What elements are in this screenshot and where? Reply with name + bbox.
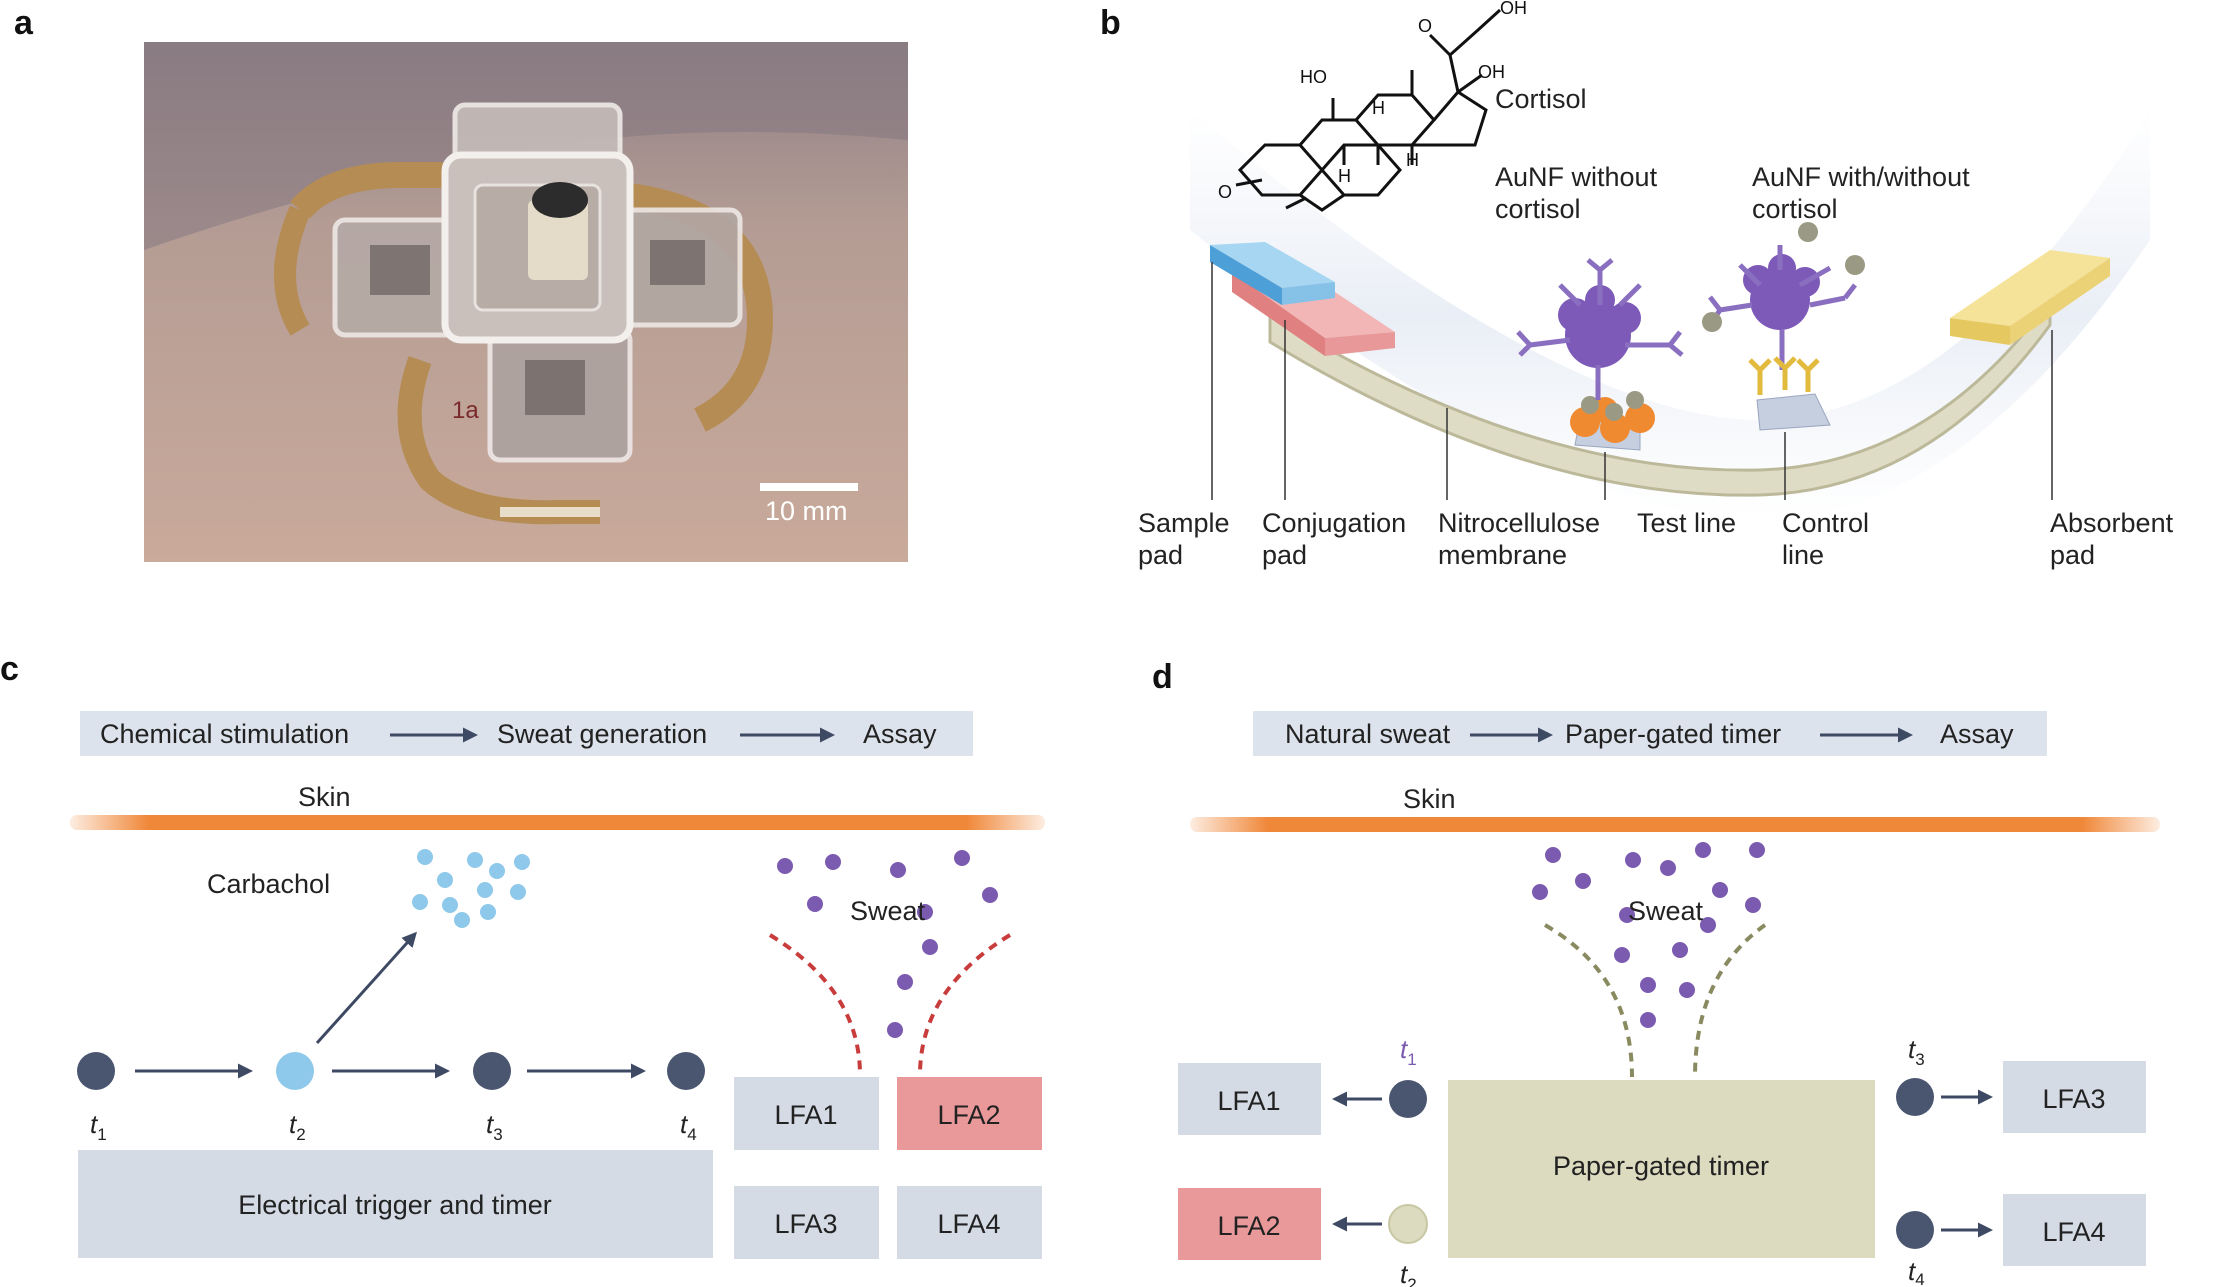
panel-label-a: a — [14, 4, 34, 42]
carbachol-particles — [412, 849, 530, 928]
atom-o-top: O — [1418, 16, 1432, 36]
lfa1-label-c: LFA1 — [774, 1100, 837, 1130]
aunf-test-particle — [1516, 258, 1684, 400]
membrane-label-1: Nitrocellulose — [1438, 508, 1600, 538]
skin-label-d: Skin — [1403, 784, 1456, 814]
time-label-t3-d: t3 — [1908, 1034, 1925, 1069]
skin-layer-c — [70, 815, 1045, 830]
flow-c-step-3: Assay — [863, 719, 937, 749]
absorbent-pad-block — [1950, 250, 2110, 345]
scale-bar-label: 10 mm — [765, 496, 848, 526]
device-photo: 1a 10 mm — [144, 42, 908, 562]
carbachol-label: Carbachol — [207, 869, 330, 899]
lfa2-box-d — [1178, 1188, 1321, 1260]
time-dot-t4-c — [667, 1052, 705, 1090]
skin-layer-d — [1190, 817, 2160, 832]
panel-d: Natural sweat Paper-gated timer Assay Sk… — [1178, 711, 2160, 1287]
atom-h-2: H — [1338, 166, 1351, 186]
flow-c-step-1: Chemical stimulation — [100, 719, 349, 749]
atom-o-ring: O — [1218, 182, 1232, 202]
atom-h-3: H — [1406, 150, 1419, 170]
time-dot-t1-c — [77, 1052, 115, 1090]
control-line-label-2: line — [1782, 540, 1824, 570]
absorbent-pad-label-2: pad — [2050, 540, 2095, 570]
panel-c: Chemical stimulation Sweat generation As… — [70, 711, 1045, 1259]
sweat-path-left-c — [768, 933, 862, 1076]
panel-label-c: c — [0, 650, 19, 688]
lfa4-label-c: LFA4 — [937, 1209, 1000, 1239]
atom-h-1: H — [1372, 98, 1385, 118]
time-dot-t1-d — [1389, 1080, 1427, 1118]
sweat-path-right-c — [918, 933, 1012, 1076]
time-dot-t2-c — [276, 1052, 314, 1090]
aunf-test-label-2: cortisol — [1495, 194, 1581, 224]
flow-d-step-3: Assay — [1940, 719, 2014, 749]
flow-d-step-2: Paper-gated timer — [1565, 719, 1781, 749]
time-dot-t4-d — [1896, 1211, 1934, 1249]
time-dot-t2-d — [1388, 1204, 1428, 1244]
sample-pad-label-1: Sample — [1138, 508, 1230, 538]
sample-pad-block — [1210, 242, 1335, 305]
lfa4-box-d — [2003, 1194, 2146, 1266]
panel-b: OH O HO OH O H H H Cortisol AuNF without… — [1138, 0, 2174, 570]
aunf-control-particle — [1702, 222, 1865, 395]
membrane-label-2: membrane — [1438, 540, 1567, 570]
flow-c-step-2: Sweat generation — [497, 719, 707, 749]
sample-pad-label-2: pad — [1138, 540, 1183, 570]
paper-gated-timer-box — [1448, 1080, 1875, 1258]
lfa3-box-d — [2003, 1061, 2146, 1133]
cortisol-structure — [1235, 8, 1502, 212]
lfa2-label-c: LFA2 — [937, 1100, 1000, 1130]
atom-oh-side: OH — [1478, 62, 1505, 82]
aunf-control-label-1: AuNF with/without — [1752, 162, 1970, 192]
sweat-label-c: Sweat — [850, 896, 926, 926]
lfa4-label-d: LFA4 — [2042, 1217, 2105, 1247]
lfa2-label-d: LFA2 — [1217, 1211, 1280, 1241]
skin-label-c: Skin — [298, 782, 351, 812]
atom-ho: HO — [1300, 67, 1327, 87]
time-dot-t3-c — [473, 1052, 511, 1090]
control-line-label-1: Control — [1782, 508, 1869, 538]
time-label-t2-c: t2 — [289, 1109, 306, 1144]
aunf-control-label-2: cortisol — [1752, 194, 1838, 224]
time-label-t3-c: t3 — [486, 1109, 503, 1144]
leader-lines — [1211, 262, 2053, 500]
sweat-path-left-d — [1544, 923, 1634, 1078]
aunf-test-label-1: AuNF without — [1495, 162, 1658, 192]
panel-label-d: d — [1152, 658, 1173, 696]
lfa1-box-c — [734, 1077, 879, 1150]
sweat-path-right-d — [1693, 923, 1767, 1078]
test-line-label: Test line — [1637, 508, 1736, 538]
sweat-label-d: Sweat — [1628, 896, 1704, 926]
time-dot-t3-d — [1896, 1078, 1934, 1116]
cortisol-label: Cortisol — [1495, 84, 1587, 114]
lfa3-label-d: LFA3 — [2042, 1084, 2105, 1114]
paper-gated-timer-label: Paper-gated timer — [1553, 1151, 1769, 1181]
electrical-timer-label: Electrical trigger and timer — [238, 1190, 552, 1220]
time-label-t4-c: t4 — [680, 1109, 697, 1144]
time-label-t1-d: t1 — [1400, 1034, 1417, 1069]
time-label-t4-d: t4 — [1908, 1256, 1925, 1287]
panel-label-b: b — [1100, 4, 1121, 42]
lfa3-box-c — [734, 1186, 879, 1259]
lfa4-box-c — [897, 1186, 1042, 1259]
lfa1-label-d: LFA1 — [1217, 1086, 1280, 1116]
lfa3-label-c: LFA3 — [774, 1209, 837, 1239]
device-mark: 1a — [452, 397, 479, 424]
atom-oh-top: OH — [1500, 0, 1527, 18]
conjugation-pad-label-2: pad — [1262, 540, 1307, 570]
flow-d-step-1: Natural sweat — [1285, 719, 1451, 749]
conjugation-pad-label-1: Conjugation — [1262, 508, 1406, 538]
flow-bar-d — [1253, 711, 2047, 756]
electrical-timer-box — [78, 1150, 713, 1258]
sweat-particles-c — [777, 850, 998, 1038]
absorbent-pad-label-1: Absorbent — [2050, 508, 2174, 538]
sweat-particles-d — [1532, 842, 1765, 1028]
lfa1-box-d — [1178, 1063, 1321, 1135]
time-label-t1-c: t1 — [90, 1109, 107, 1144]
lfa2-box-c — [897, 1077, 1042, 1150]
time-label-t2-d: t2 — [1400, 1259, 1417, 1287]
